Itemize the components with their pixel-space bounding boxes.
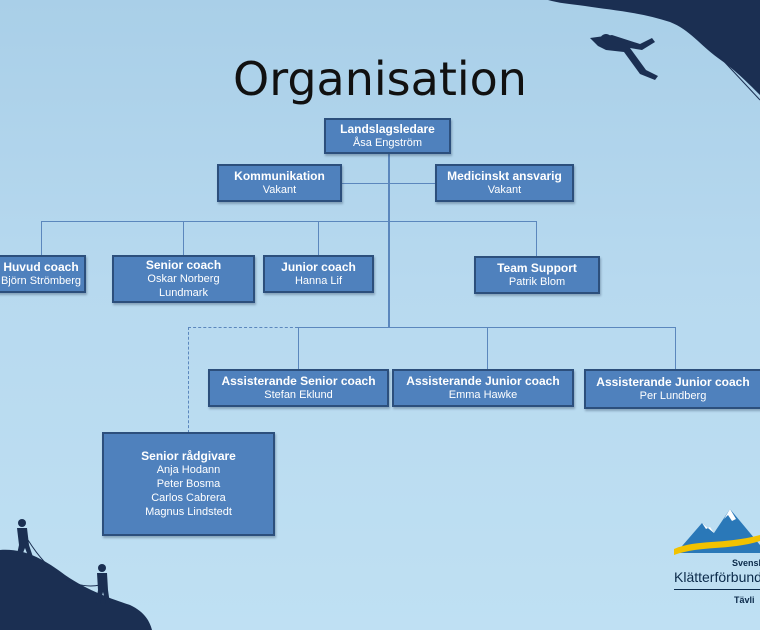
- org-box-communication: Kommunikation Vakant: [217, 164, 342, 202]
- box-title: Junior coach: [281, 260, 356, 274]
- org-box-team-support: Team Support Patrik Blom: [474, 256, 600, 294]
- box-name: Carlos Cabrera: [151, 492, 226, 504]
- box-name: Åsa Engström: [352, 137, 423, 149]
- box-name: Magnus Lindstedt: [145, 506, 232, 518]
- box-title: Medicinskt ansvarig: [447, 169, 562, 183]
- box-name: Stefan Eklund: [264, 389, 333, 401]
- connector: [298, 327, 299, 370]
- federation-logo: Svensk Klätterförbunde Tävli: [672, 505, 760, 625]
- box-title: Assisterande Senior coach: [221, 374, 376, 388]
- climber-icon-top: [590, 34, 658, 80]
- climber-icon-bottom-2: [96, 564, 110, 604]
- org-box-senior-coach: Senior coach Oskar Norberg Lundmark: [112, 255, 255, 303]
- connector: [388, 150, 390, 328]
- box-title: Assisterande Junior coach: [406, 374, 560, 388]
- box-title: Landslagsledare: [340, 122, 435, 136]
- connector: [41, 221, 42, 257]
- box-title: Huvud coach: [3, 260, 79, 274]
- logo-text-line3: Tävli: [734, 595, 755, 605]
- logo-text-line2: Klätterförbunde: [674, 569, 760, 585]
- org-box-senior-advisors: Senior rådgivare Anja Hodann Peter Bosma…: [102, 432, 275, 536]
- connector: [487, 327, 488, 370]
- org-box-junior-coach: Junior coach Hanna Lif: [263, 255, 374, 293]
- org-box-assistant-junior-coach-2: Assisterande Junior coach Per Lundberg: [584, 369, 760, 409]
- box-name: Oskar Norberg: [147, 273, 220, 285]
- box-name: Per Lundberg: [639, 390, 707, 402]
- logo-text-line1: Svensk: [732, 558, 760, 568]
- org-box-head-coach: Huvud coach Björn Strömberg: [0, 255, 86, 293]
- slide-title: Organisation: [233, 52, 527, 106]
- box-name: Lundmark: [159, 287, 208, 299]
- org-box-medical: Medicinskt ansvarig Vakant: [435, 164, 574, 202]
- org-box-assistant-junior-coach-1: Assisterande Junior coach Emma Hawke: [392, 369, 574, 407]
- box-title: Team Support: [497, 261, 577, 275]
- box-name: Emma Hawke: [448, 389, 518, 401]
- climber-icon-bottom-1: [16, 519, 34, 561]
- box-title: Kommunikation: [234, 169, 325, 183]
- mountain-logo-icon: [674, 509, 760, 555]
- dashed-connector: [188, 327, 298, 328]
- mountain-slope-bottom-left: [0, 549, 152, 630]
- box-title: Assisterande Junior coach: [596, 375, 750, 389]
- box-name: Vakant: [262, 184, 297, 196]
- box-title: Senior coach: [145, 258, 222, 272]
- box-name: Peter Bosma: [156, 478, 221, 490]
- box-title: Senior rådgivare: [141, 449, 236, 463]
- org-box-assistant-senior-coach: Assisterande Senior coach Stefan Eklund: [208, 369, 389, 407]
- box-name: Patrik Blom: [508, 276, 566, 288]
- logo-underline: [674, 589, 760, 590]
- org-box-leader: Landslagsledare Åsa Engström: [324, 118, 451, 154]
- box-name: Vakant: [487, 184, 522, 196]
- box-name: Björn Strömberg: [0, 275, 82, 287]
- box-name: Anja Hodann: [156, 464, 221, 476]
- rock-overhang-top-right: [548, 0, 760, 95]
- connector: [340, 183, 436, 184]
- connector: [536, 221, 537, 257]
- dashed-connector: [188, 327, 189, 433]
- connector: [675, 327, 676, 370]
- connector: [318, 221, 319, 257]
- connector: [183, 221, 184, 257]
- connector: [41, 221, 537, 222]
- box-name: Hanna Lif: [294, 275, 343, 287]
